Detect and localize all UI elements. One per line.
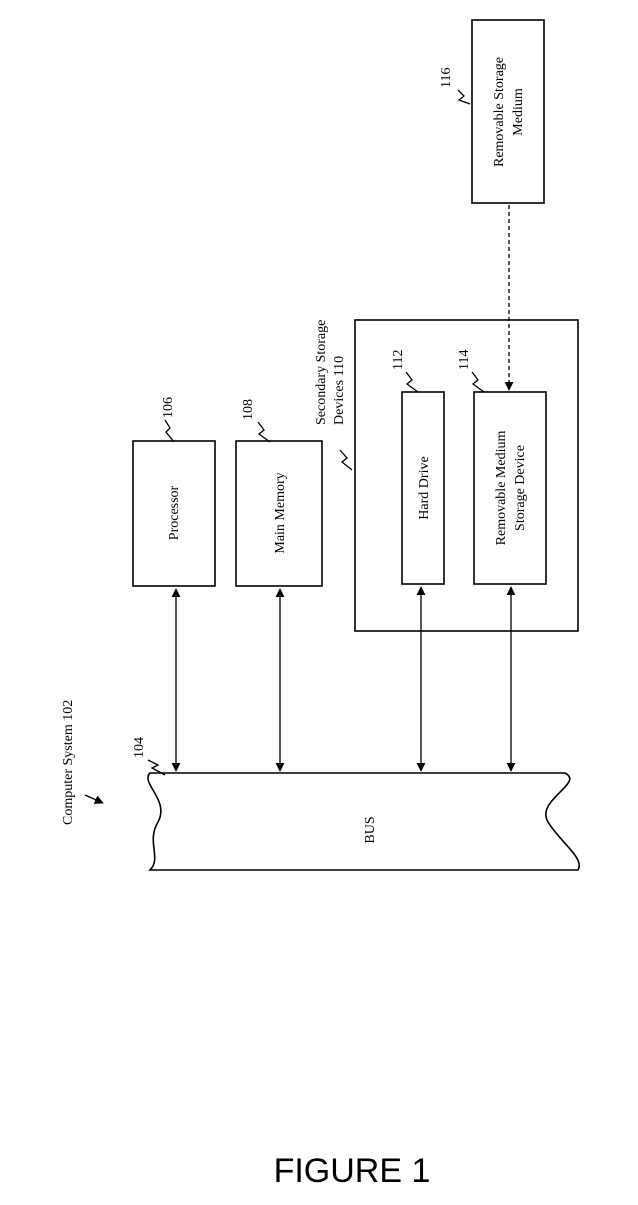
main-memory-ref-squiggle (258, 422, 270, 442)
removable-medium-label-line1: Removable Storage (492, 57, 507, 167)
removable-device-ref: 114 (457, 350, 472, 370)
computer-system-label: Computer System 102 (61, 700, 76, 825)
removable-device-label-line2: Storage Device (513, 445, 528, 531)
removable-device-box (474, 392, 546, 584)
main-memory-label: Main Memory (273, 472, 288, 553)
removable-medium-ref: 116 (439, 68, 454, 88)
removable-medium-box (472, 20, 544, 203)
removable-device-label-line1: Removable Medium (494, 431, 509, 546)
processor-ref-squiggle (165, 420, 174, 442)
bus-ref: 104 (132, 737, 147, 758)
secondary-storage-label-line2: Devices 110 (332, 356, 347, 425)
hard-drive-label: Hard Drive (417, 456, 432, 519)
secondary-storage-label-line1: Secondary Storage (314, 320, 329, 425)
bus-label: BUS (363, 816, 378, 843)
computer-system-pointer (85, 795, 103, 803)
hard-drive-ref: 112 (391, 350, 406, 370)
removable-medium-label-line2: Medium (511, 88, 526, 136)
secondary-storage-ref-squiggle (340, 450, 352, 470)
main-memory-ref: 108 (241, 399, 256, 420)
removable-medium-ref-squiggle (458, 90, 470, 104)
processor-label: Processor (167, 485, 182, 540)
processor-ref: 106 (161, 397, 176, 418)
figure-caption: FIGURE 1 (274, 1152, 431, 1190)
